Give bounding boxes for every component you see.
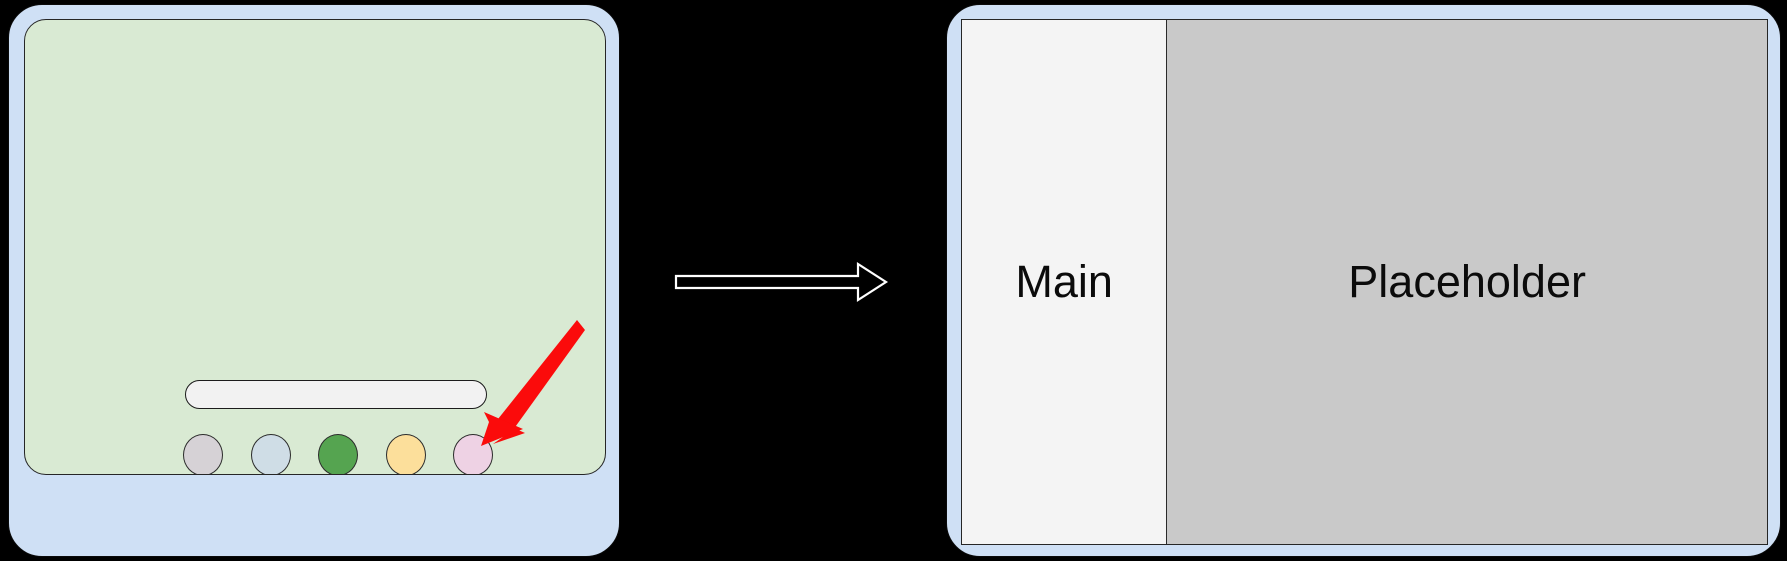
tablet-before-screen [24,19,606,475]
dock [183,432,493,474]
dock-app-5[interactable] [453,434,493,474]
dock-app-4[interactable] [385,434,426,474]
tablet-after-frame: Main Placeholder [946,4,1781,557]
pane-placeholder-label: Placeholder [1348,256,1586,307]
tablet-after-screen: Main Placeholder [961,19,1768,545]
tablet-before-frame [8,4,620,557]
pane-placeholder[interactable]: Placeholder [1167,20,1767,544]
dock-app-3[interactable] [318,434,358,474]
search-input[interactable] [185,380,487,409]
dock-app-2[interactable] [250,434,291,474]
pane-main[interactable]: Main [962,20,1168,544]
pane-main-label: Main [1015,256,1113,307]
transition-arrow-icon [674,261,889,303]
dock-app-1[interactable] [183,434,223,474]
